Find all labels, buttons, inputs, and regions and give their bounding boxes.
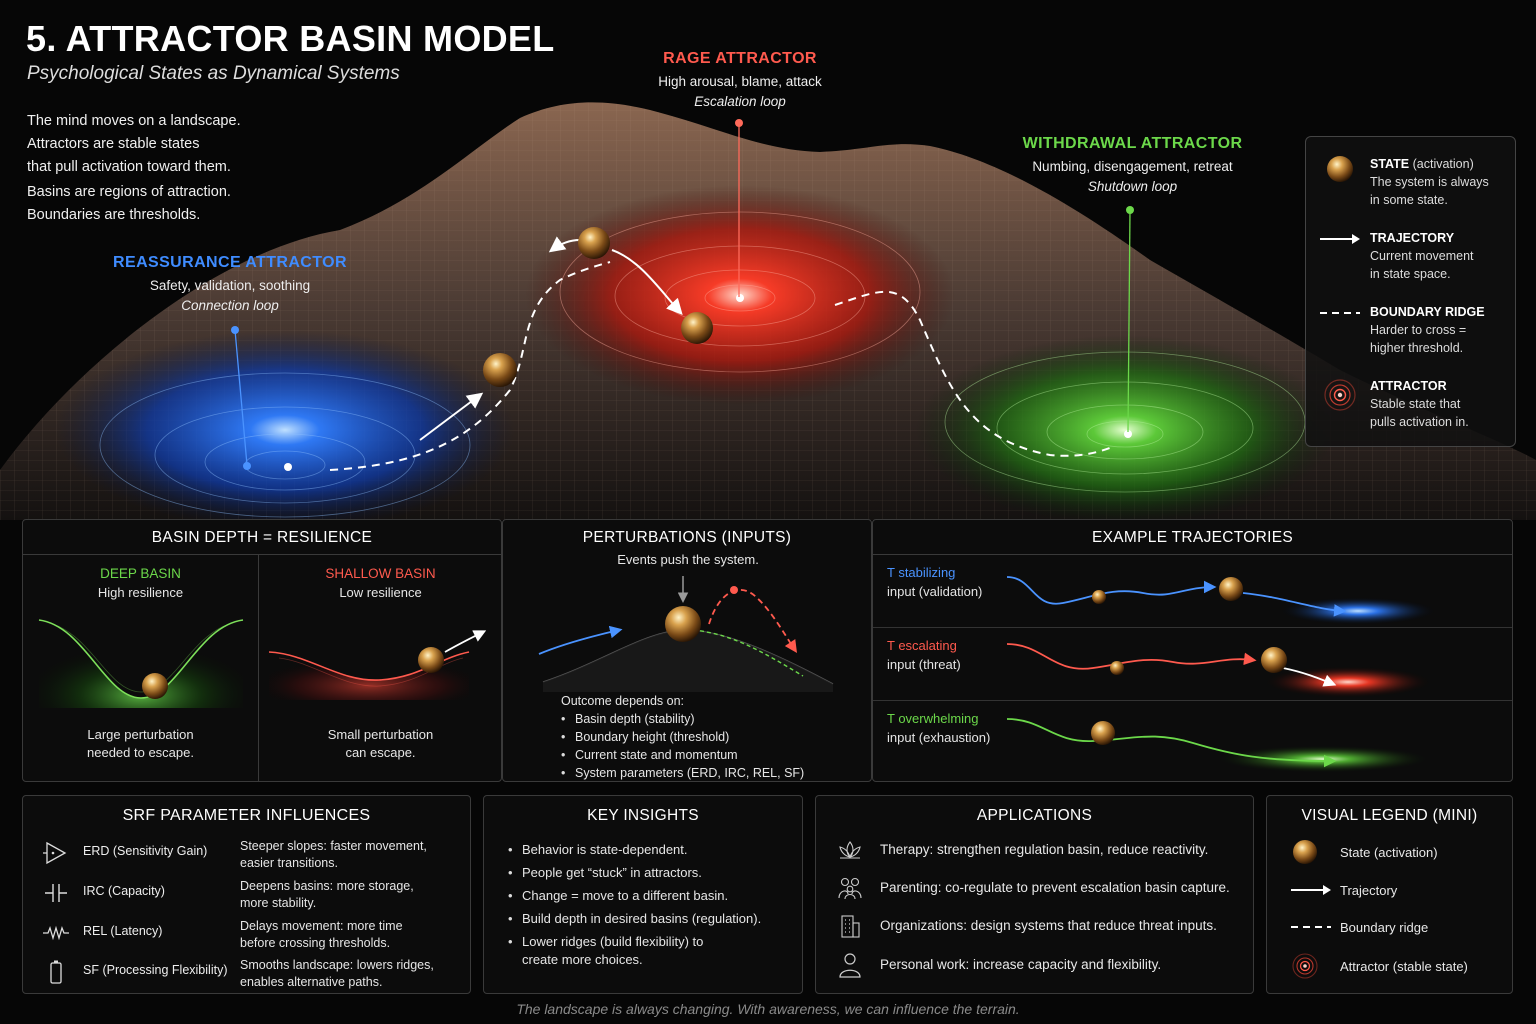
list-item: Change = move to a different basin. [508,884,761,907]
key-insights-panel: KEY INSIGHTS Behavior is state-dependent… [483,795,803,994]
app-row-organizations: Organizations: design systems that reduc… [816,912,1253,942]
overwhelming-trajectory-path [1006,718,1433,773]
attractor-landscape [0,102,1536,520]
trajectory-row-stabilizing: T stabilizing input (validation) [873,554,1512,627]
shallow-basin-illustration [269,630,487,700]
srf-parameters-panel: SRF PARAMETER INFLUENCES ERD (Sensitivit… [22,795,471,994]
applications-panel: APPLICATIONS Therapy: strengthen regulat… [815,795,1254,994]
stabilizing-trajectory-path [1006,576,1438,625]
deep-basin-illustration [38,619,244,708]
param-row-sf: SF (Processing Flexibility) Smooths land… [23,957,470,997]
list-item: People get “stuck” in attractors. [508,861,761,884]
battery-icon [50,960,62,984]
person-icon [839,953,861,978]
solid-arrow-icon [1320,234,1360,244]
reassurance-leader-line [234,329,248,466]
building-icon [841,915,860,938]
intro-text: The mind moves on a landscape. Attractor… [27,113,241,223]
footer-caption: The landscape is always changing. With a… [516,1001,1020,1017]
page-subtitle: Psychological States as Dynamical System… [27,63,400,84]
withdrawal-basin [915,335,1335,520]
mini-legend-attractor: Attractor (stable state) [1267,952,1512,982]
gain-triangle-icon [43,841,67,865]
app-row-personal: Personal work: increase capacity and fle… [816,951,1253,981]
basin-depth-panel: BASIN DEPTH = RESILIENCE DEEP BASIN High… [22,519,502,782]
dashed-line-icon [1291,926,1331,928]
withdrawal-leader-line [1127,209,1131,433]
state-ball [483,227,713,387]
red-rings-icon [1292,953,1318,979]
trajectory-row-escalating: T escalating input (threat) [873,627,1512,700]
list-item: Lower ridges (build flexibility) to crea… [508,933,761,969]
dashed-line-icon [1320,312,1360,314]
list-item: Current state and momentum [561,746,804,764]
app-row-parenting: Parenting: co-regulate to prevent escala… [816,874,1253,904]
list-item: Basin depth (stability) [561,710,804,728]
perturbation-illustration [538,576,834,692]
shallow-basin-title: SHALLOW BASIN [325,566,436,581]
list-item: System parameters (ERD, IRC, REL, SF) [561,764,804,782]
lotus-icon [839,841,861,859]
bronze-ball-icon [1293,840,1317,864]
reassurance-attractor-label: REASSURANCE ATTRACTOR Safety, validation… [113,254,347,313]
boundary-ridge-left [329,261,611,471]
mini-legend-trajectory: Trajectory [1267,876,1512,906]
boundary-ridge-right [834,290,1116,457]
deep-basin-title: DEEP BASIN [100,566,181,581]
example-trajectories-panel: EXAMPLE TRAJECTORIES T stabilizing input… [872,519,1513,782]
bronze-ball-icon [1327,156,1353,182]
trajectory-into-rage [611,249,683,315]
outcome-list: Basin depth (stability) Boundary height … [561,710,804,782]
list-item: Build depth in desired basins (regulatio… [508,907,761,930]
red-rings-icon [1324,379,1356,411]
resistor-icon [43,925,69,941]
app-row-therapy: Therapy: strengthen regulation basin, re… [816,836,1253,866]
param-row-rel: REL (Latency) Delays movement: more time… [23,918,470,958]
family-icon [838,877,862,900]
perturbations-panel: PERTURBATIONS (INPUTS) Events push the s… [502,519,872,782]
withdrawal-attractor-label: WITHDRAWAL ATTRACTOR Numbing, disengagem… [1022,135,1243,194]
trajectory-row-overwhelming: T overwhelming input (exhaustion) [873,700,1512,773]
mini-legend-state: State (activation) [1267,838,1512,868]
mini-legend-boundary: Boundary ridge [1267,913,1512,943]
escalating-trajectory-path [1006,643,1433,698]
capacitor-icon [45,884,67,902]
trajectory-reassurance-to-ridge [419,392,484,441]
mini-legend-panel: VISUAL LEGEND (MINI) State (activation) … [1266,795,1513,994]
insights-list: Behavior is state-dependent. People get … [508,838,761,969]
trajectory-back-arrow [548,236,581,253]
list-item: Behavior is state-dependent. [508,838,761,861]
rage-attractor-label: RAGE ATTRACTOR High arousal, blame, atta… [658,50,822,109]
reassurance-basin [55,330,515,520]
param-row-irc: IRC (Capacity) Deepens basins: more stor… [23,878,470,918]
param-row-erd: ERD (Sensitivity Gain) Steeper slopes: f… [23,838,470,878]
solid-arrow-icon [1291,885,1331,895]
page-title: 5. ATTRACTOR BASIN MODEL [26,18,555,59]
legend-panel: STATE (activation) The system is always … [1305,136,1516,447]
list-item: Boundary height (threshold) [561,728,804,746]
